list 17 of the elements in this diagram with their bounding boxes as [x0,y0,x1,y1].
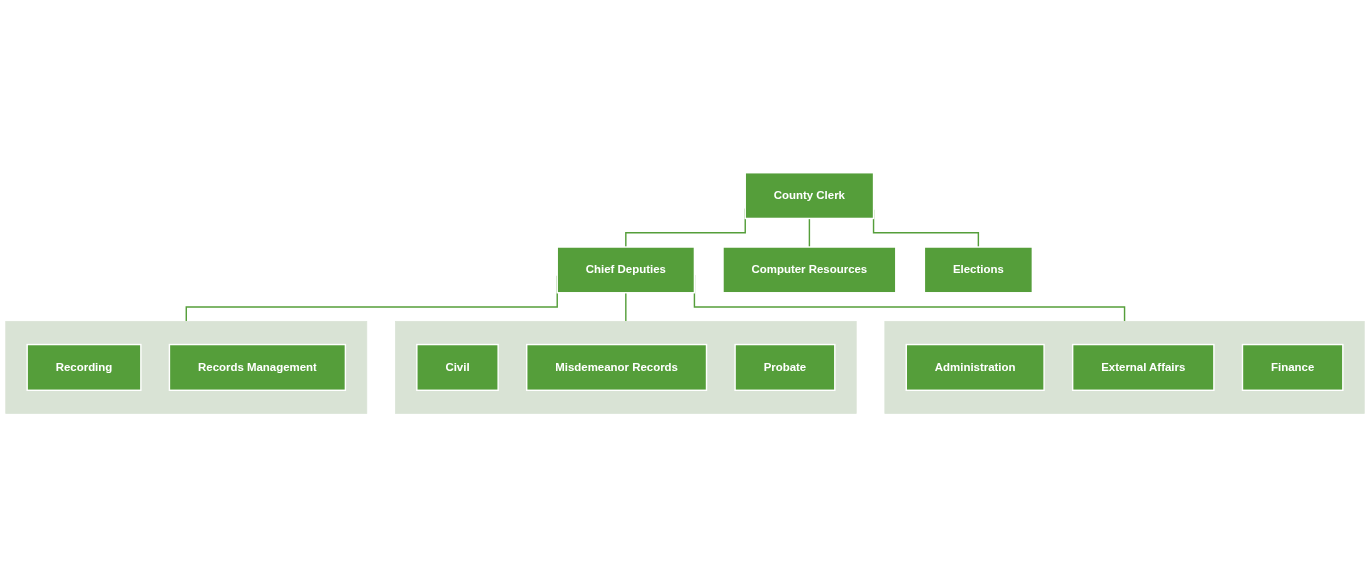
node-box: Elections [923,246,1034,294]
node-box: Civil [416,343,499,391]
cluster [5,320,368,414]
node-box: External Affairs [1071,343,1215,391]
node-box: Misdemeanor Records [526,343,708,391]
node-box: Administration [905,343,1045,391]
node-box: Records Management [168,343,347,391]
cluster [395,320,857,414]
cluster [884,320,1365,414]
node-box: Recording [26,343,142,391]
node-box: Computer Resources [722,246,897,294]
node-box: Finance [1241,343,1344,391]
node-box: Chief Deputies [556,246,696,294]
connector [808,217,811,248]
node-box: Probate [734,343,836,391]
connector [625,291,627,322]
node-box: County Clerk [744,171,875,220]
